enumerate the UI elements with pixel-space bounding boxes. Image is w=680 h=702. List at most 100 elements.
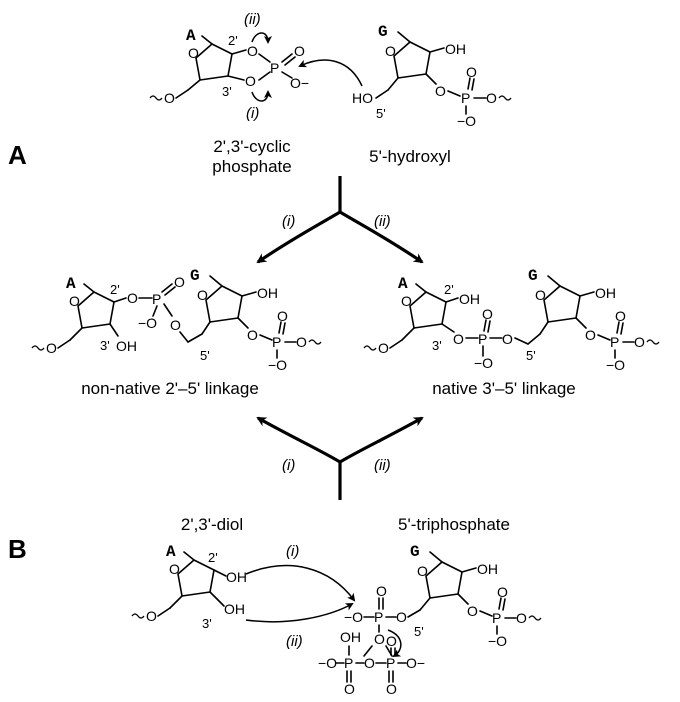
svg-text:P: P [344,655,353,671]
ring-o-g: O [385,43,396,59]
path-ii-fork-bottom: (ii) [374,457,391,474]
phosphorus-top: P [270,60,279,76]
svg-text:3': 3' [100,338,110,353]
label-triphosphate: 5'-triphosphate [398,515,510,534]
o-minus-g-top: −O [457,113,476,129]
o-double-g-top: O [466,64,477,80]
svg-text:P: P [272,334,281,350]
svg-text:O: O [69,293,80,309]
svg-text:O: O [502,331,513,347]
panel-label-b: B [8,534,27,564]
wavy-bond [149,95,163,101]
svg-text:2': 2' [110,282,120,297]
path-i-fork-top: (i) [282,213,295,230]
svg-text:O: O [386,633,397,649]
svg-text:2': 2' [208,550,218,565]
label-non-native: non-native 2'–5' linkage [81,379,259,398]
svg-text:O−: O− [406,655,425,671]
svg-text:OH: OH [116,338,137,354]
path-ii-fork-top: (ii) [374,213,391,230]
ring-o: O [188,45,199,61]
panel-label-a: A [8,140,27,170]
svg-text:O: O [396,609,407,625]
svg-text:OH: OH [459,291,480,307]
o-3-top: O [245,73,256,89]
o-2-top: O [247,43,258,59]
svg-text:O: O [169,561,180,577]
ho-5: HO [352,90,373,106]
svg-text:O: O [296,334,307,350]
svg-text:O: O [401,293,412,309]
label-diol: 2',3'-diol [181,515,243,534]
path-i-bottom: (i) [286,543,299,560]
base-g-bottom: G [410,543,420,561]
svg-text:2': 2' [444,282,454,297]
cyclic-phosphate-molecule: O O A 2' O 3' O P O O− (ii) (i) [149,11,309,122]
svg-text:O: O [615,308,626,324]
path-ii-top: (ii) [244,11,261,28]
svg-text:5': 5' [526,348,536,363]
svg-text:O: O [374,631,385,647]
fork-arrow-bottom: (i) (ii) [256,416,424,500]
o-double-top: O [294,43,305,59]
svg-text:O: O [585,327,596,343]
p-g-top: P [461,90,470,106]
svg-text:P: P [478,331,487,347]
atom-o: O [164,90,175,106]
svg-text:OH: OH [224,601,245,617]
svg-text:−O: −O [474,355,493,371]
svg-text:5': 5' [200,348,210,363]
svg-text:O: O [376,583,387,599]
p-alpha: P [374,609,383,625]
svg-text:−O: −O [318,655,337,671]
svg-text:−O: −O [488,633,507,649]
svg-text:O: O [453,331,464,347]
o-3-g-top: O [435,83,446,99]
svg-text:O: O [174,274,185,290]
svg-text:P: P [610,334,619,350]
hydroxyl-molecule: HO 5' O G OH O P O O −O [298,23,512,129]
svg-text:O: O [497,584,508,600]
path-i-top: (i) [246,105,259,122]
svg-text:3': 3' [202,616,212,631]
label-cyclic-2: phosphate [212,157,291,176]
base-a-right: A [398,275,408,293]
svg-text:O: O [344,681,355,697]
svg-text:O: O [535,287,546,303]
triphosphate-molecule: −O P O O 5' O G OH O P O O −O O −O [318,543,542,697]
svg-text:O: O [46,340,57,356]
path-i-fork-bottom: (i) [282,457,295,474]
oh-2-top: OH [445,41,466,57]
o-ester-g-top: O [486,90,497,106]
svg-text:5': 5' [414,624,424,639]
svg-text:O: O [378,340,389,356]
label-5-hydroxyl: 5'-hydroxyl [369,147,451,166]
p-left: P [152,291,161,307]
svg-text:3': 3' [432,338,442,353]
svg-text:−O: −O [138,315,157,331]
svg-text:O: O [170,317,181,333]
svg-text:O: O [417,563,428,579]
svg-text:OH: OH [257,285,278,301]
label-native: native 3'–5' linkage [432,379,576,398]
svg-text:O: O [197,287,208,303]
svg-text:O: O [364,655,375,671]
fork-arrow-top: (i) (ii) [256,176,424,264]
svg-text:OH: OH [226,569,247,585]
svg-text:O: O [467,603,478,619]
svg-text:OH: OH [477,561,498,577]
native-product: O O A 2' OH 3' O P O −O O 5' O G OH O P [363,267,660,373]
base-g-right: G [528,267,538,285]
diol-molecule: O O A 2' OH 3' OH (i) (ii) [131,543,356,650]
prime-5-top: 5' [376,106,386,121]
base-a-top: A [186,27,196,45]
svg-text:O: O [386,681,397,697]
base-a-left: A [66,275,76,293]
base-g-left: G [190,267,200,285]
svg-text:OH: OH [595,285,616,301]
path-ii-bottom: (ii) [286,633,303,650]
non-native-product: O O A 2' O 3' OH P O −O O 5' O G OH O P [31,267,322,373]
svg-text:−O: −O [344,609,363,625]
